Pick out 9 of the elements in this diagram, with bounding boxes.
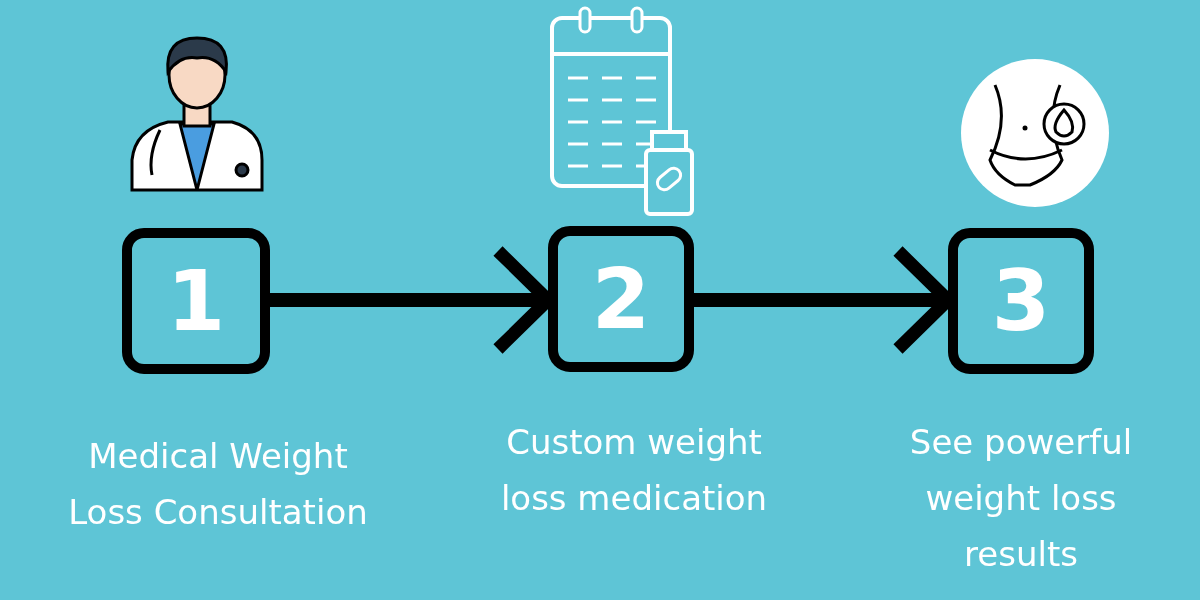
step-number: 2 bbox=[591, 257, 651, 341]
step-caption: See powerful weight loss results bbox=[908, 421, 1134, 576]
step-box bbox=[122, 228, 270, 374]
step-number: 3 bbox=[991, 259, 1051, 343]
step-caption: Medical Weight Loss Consultation bbox=[67, 435, 369, 534]
step-box bbox=[948, 228, 1094, 374]
step-caption: Custom weight loss medication bbox=[499, 421, 769, 520]
step-box bbox=[548, 226, 694, 372]
step-number: 1 bbox=[166, 259, 226, 343]
